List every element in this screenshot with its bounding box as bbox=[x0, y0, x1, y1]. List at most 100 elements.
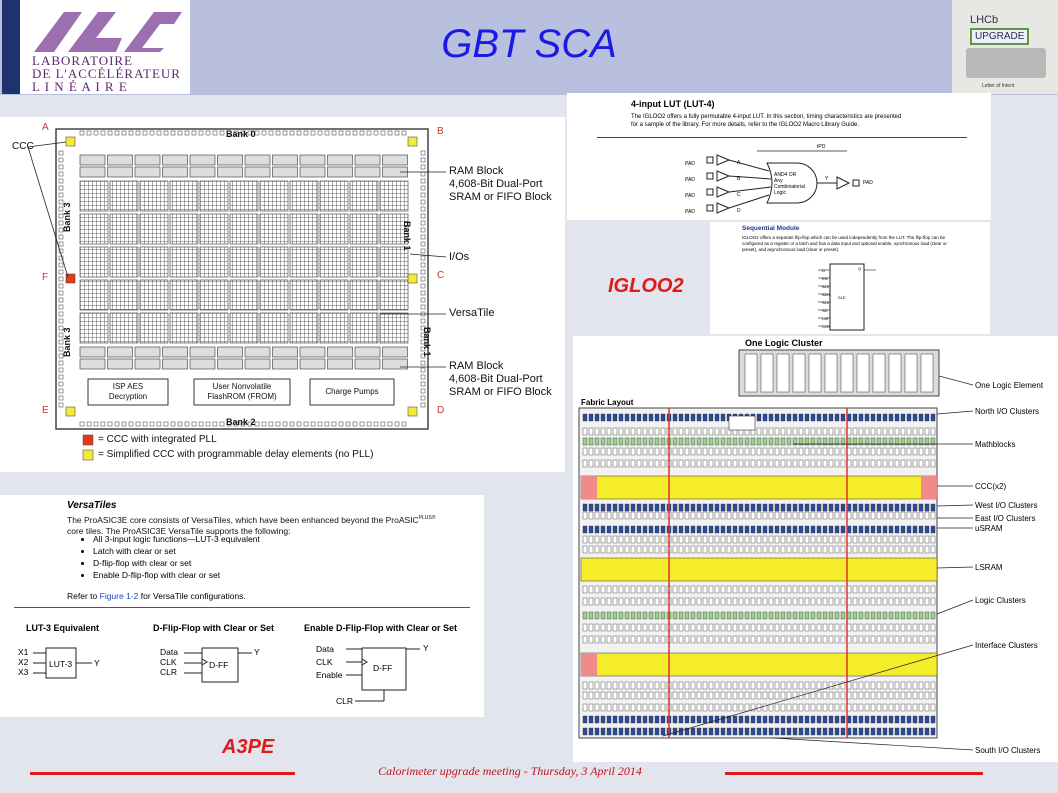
callout-ccc: CCC(x2) bbox=[975, 482, 1007, 491]
fabric-cell bbox=[930, 437, 936, 446]
fabric-cell bbox=[738, 703, 744, 712]
fabric-cell bbox=[708, 727, 714, 736]
fabric-cell bbox=[684, 525, 690, 534]
fabric-cell bbox=[624, 447, 630, 456]
sle-pin: ADn bbox=[822, 292, 830, 297]
fabric-cell bbox=[858, 511, 864, 520]
ram-cell bbox=[354, 166, 381, 178]
fabric-cell bbox=[900, 503, 906, 512]
lut3-box bbox=[45, 647, 77, 679]
fabric-cell bbox=[780, 623, 786, 632]
fabric-cell bbox=[894, 511, 900, 520]
fabric-cell bbox=[756, 525, 762, 534]
io-pad bbox=[394, 421, 400, 427]
io-pad bbox=[58, 269, 64, 275]
io-pad bbox=[58, 381, 64, 387]
fabric-cell bbox=[900, 635, 906, 644]
fabric-cell bbox=[900, 691, 906, 700]
fabric-cell bbox=[810, 727, 816, 736]
io-pad bbox=[289, 421, 295, 427]
fabric-cell bbox=[768, 681, 774, 690]
callout-lsram: LSRAM bbox=[975, 563, 1003, 572]
sle-pin: CLK bbox=[822, 324, 830, 329]
fabric-cell bbox=[822, 503, 828, 512]
fabric-cell bbox=[678, 525, 684, 534]
fabric-cell bbox=[918, 691, 924, 700]
fabric-cell bbox=[852, 703, 858, 712]
fabric-cell bbox=[714, 623, 720, 632]
fabric-cell bbox=[708, 525, 714, 534]
fabric-cell bbox=[642, 611, 648, 620]
fabric-cell bbox=[672, 681, 678, 690]
versatile-block bbox=[109, 312, 139, 344]
io-pad bbox=[93, 130, 99, 136]
io-pad bbox=[268, 421, 274, 427]
fabric-cell bbox=[768, 447, 774, 456]
edff-input: Enable bbox=[316, 670, 343, 680]
fabric-cell bbox=[852, 597, 858, 606]
fabric-cell bbox=[648, 447, 654, 456]
fabric-cell bbox=[852, 413, 858, 422]
io-pad bbox=[142, 421, 148, 427]
fabric-cell bbox=[804, 503, 810, 512]
io-pad bbox=[303, 130, 309, 136]
fabric-cell bbox=[834, 511, 840, 520]
fabric-cell bbox=[654, 585, 660, 594]
figure-link[interactable]: Figure 1-2 bbox=[99, 591, 139, 601]
fabric-cell bbox=[918, 635, 924, 644]
fabric-cell bbox=[732, 511, 738, 520]
fabric-cell bbox=[840, 525, 846, 534]
fabric-cell bbox=[852, 635, 858, 644]
fabric-cell bbox=[852, 511, 858, 520]
callout-line bbox=[936, 410, 974, 415]
fabric-cell bbox=[648, 585, 654, 594]
fabric-cell bbox=[696, 535, 702, 544]
io-pad bbox=[261, 130, 267, 136]
fabric-cell bbox=[738, 447, 744, 456]
fabric-cell bbox=[594, 459, 600, 468]
fabric-cell bbox=[648, 437, 654, 446]
callout-east-io: East I/O Clusters bbox=[975, 514, 1036, 523]
io-pad bbox=[420, 395, 426, 401]
versatile-block bbox=[199, 180, 229, 212]
fabric-cell bbox=[624, 525, 630, 534]
fabric-cell bbox=[702, 545, 708, 554]
fabric-cell bbox=[912, 611, 918, 620]
versatile-block bbox=[349, 213, 379, 245]
fabric-cell bbox=[702, 703, 708, 712]
fabric-cell bbox=[600, 681, 606, 690]
fabric-cell bbox=[612, 703, 618, 712]
fabric-cell bbox=[612, 447, 618, 456]
fabric-cell bbox=[732, 585, 738, 594]
ram-cell bbox=[79, 346, 106, 358]
lal-line-3: L I N É A I R E bbox=[32, 79, 128, 94]
logic-element bbox=[824, 353, 838, 393]
io-pad bbox=[380, 130, 386, 136]
fabric-cell bbox=[672, 447, 678, 456]
fabric-cell bbox=[606, 545, 612, 554]
io-pad bbox=[114, 421, 120, 427]
fabric-cell bbox=[912, 703, 918, 712]
igloo2-lut4-panel: 4-input LUT (LUT-4) The IGLOO2 offers a … bbox=[567, 93, 991, 220]
fabric-cell bbox=[744, 691, 750, 700]
fabric-cell bbox=[918, 525, 924, 534]
fabric-cell bbox=[852, 623, 858, 632]
fabric-cell bbox=[750, 681, 756, 690]
fabric-cell bbox=[750, 715, 756, 724]
fabric-cell bbox=[870, 535, 876, 544]
fabric-cell bbox=[888, 535, 894, 544]
lut4-text: The IGLOO2 offers a fully permutable 4-i… bbox=[631, 113, 981, 129]
fabric-cell bbox=[642, 535, 648, 544]
fabric-cell bbox=[786, 585, 792, 594]
fabric-cell bbox=[774, 503, 780, 512]
fabric-cell bbox=[822, 427, 828, 436]
corner-label-c: C bbox=[437, 270, 445, 281]
io-pad bbox=[149, 130, 155, 136]
fabric-cell bbox=[828, 715, 834, 724]
fabric-cell bbox=[738, 691, 744, 700]
fabric-cell bbox=[720, 503, 726, 512]
callout-south-io: South I/O Clusters bbox=[975, 746, 1041, 755]
versatile-block bbox=[379, 246, 409, 278]
fabric-cell bbox=[654, 727, 660, 736]
fabric-cell bbox=[750, 727, 756, 736]
